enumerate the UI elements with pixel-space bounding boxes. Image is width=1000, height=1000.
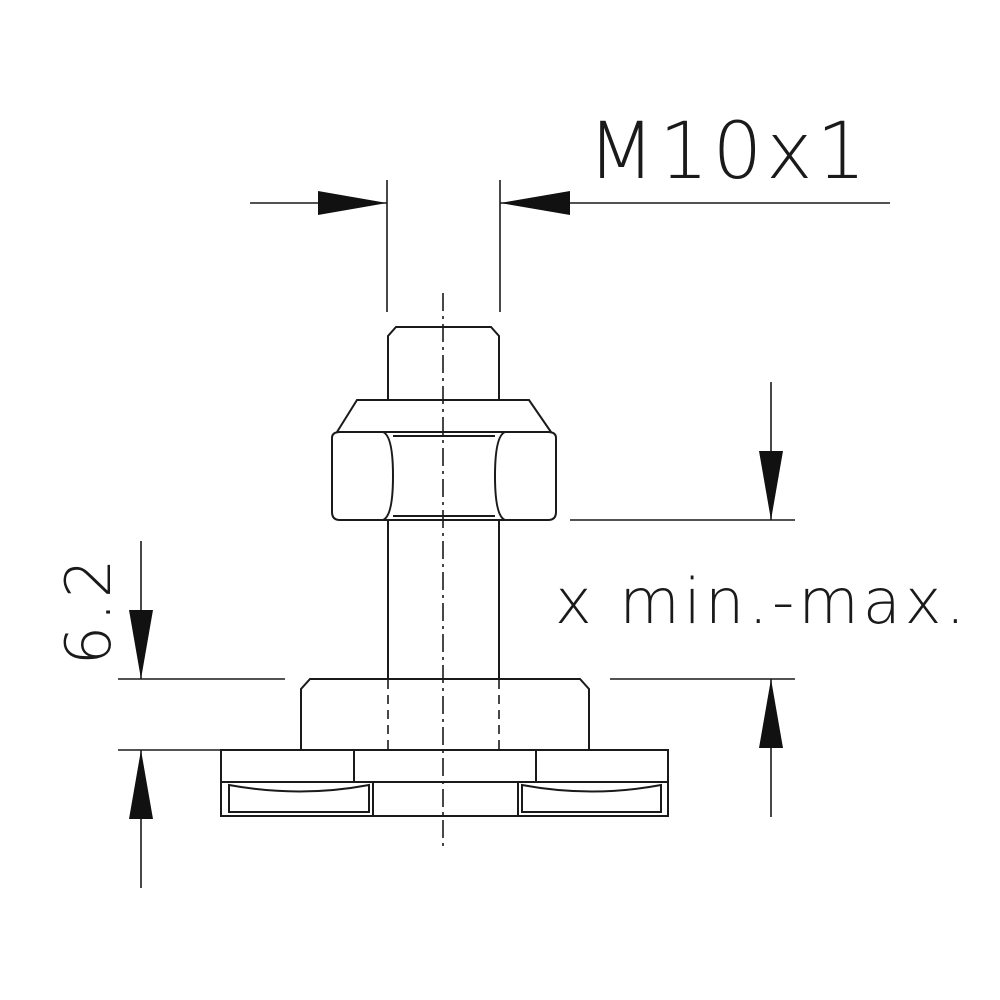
nut-body	[331, 431, 557, 521]
base-arrow-top	[129, 610, 153, 679]
nut-chamfer-top	[336, 399, 552, 433]
thread-arrow-right	[500, 191, 570, 215]
height-dimension: x min.-max.	[555, 382, 969, 817]
height-range-label: x min.-max.	[555, 565, 969, 638]
base-dimension: 6.2	[52, 541, 285, 888]
base-plate	[220, 749, 669, 817]
thread-dimension: M10x1	[250, 107, 890, 312]
pad-left-inner	[228, 783, 370, 813]
base-arrow-bottom	[129, 750, 153, 819]
collar-body	[300, 678, 590, 750]
height-arrow-top	[759, 451, 783, 520]
height-arrow-bottom	[759, 679, 783, 748]
thread-size-label: M10x1	[588, 107, 870, 197]
nut-flat-right	[493, 431, 506, 521]
pad-right-inner	[521, 783, 662, 813]
base-thickness-label: 6.2	[52, 555, 125, 666]
nut-flat-left	[382, 431, 395, 521]
thread-arrow-left	[318, 191, 387, 215]
collar	[300, 678, 590, 750]
hex-nut	[331, 399, 557, 521]
